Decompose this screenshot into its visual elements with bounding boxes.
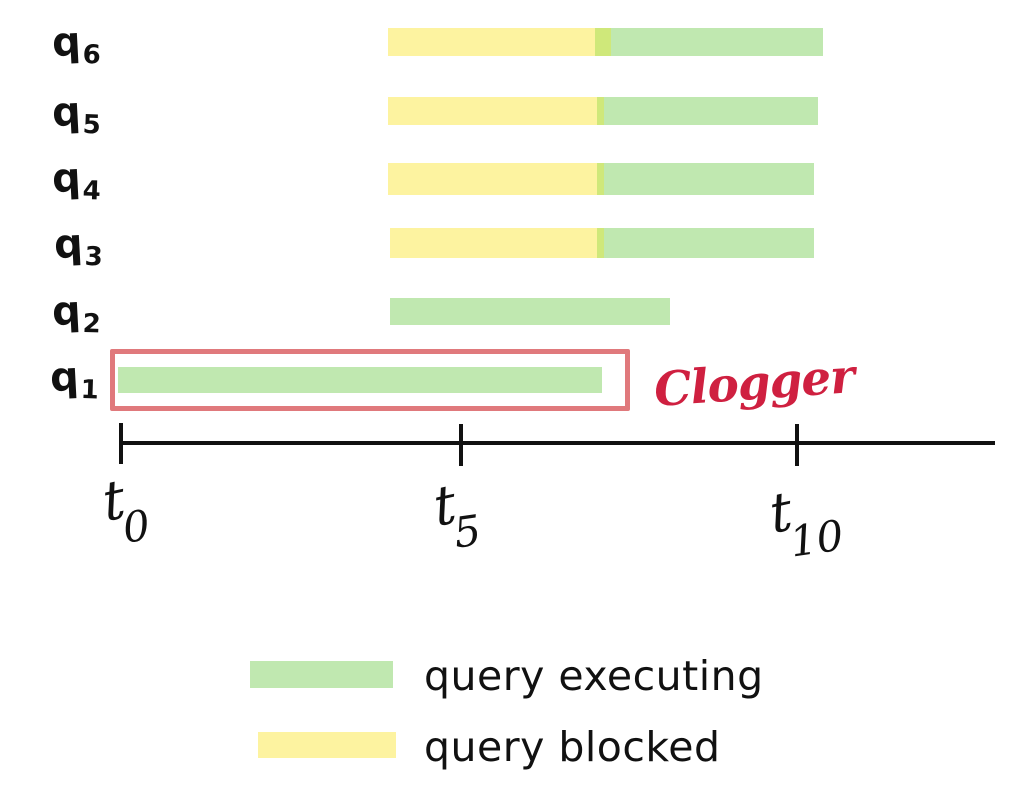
row-label-base: q — [48, 353, 79, 402]
row-label-q6: q6 — [50, 18, 100, 71]
row-label-subscript: 5 — [81, 109, 100, 141]
axis-tick-t10 — [795, 424, 799, 466]
bar-segment-blocked — [388, 97, 597, 125]
bar-q5 — [388, 97, 818, 125]
row-label-q1: q1 — [48, 353, 98, 406]
row-label-subscript: 1 — [79, 374, 98, 406]
bar-segment-overlap — [595, 28, 611, 56]
row-label-q4: q4 — [50, 154, 100, 207]
axis-label-t5: t5 — [430, 472, 484, 558]
bar-q3 — [390, 228, 814, 258]
legend-swatch-blocked — [258, 732, 396, 758]
row-label-subscript: 4 — [81, 175, 100, 207]
bar-segment-blocked — [388, 163, 597, 195]
row-label-subscript: 6 — [81, 39, 100, 71]
row-label-subscript: 2 — [81, 308, 100, 340]
time-axis-line — [119, 441, 995, 445]
axis-label-subscript: 10 — [786, 510, 847, 567]
bar-q2 — [390, 298, 670, 325]
axis-label-t10: t10 — [766, 479, 846, 567]
bar-q4 — [388, 163, 814, 195]
row-label-base: q — [50, 287, 81, 336]
axis-label-subscript: 5 — [450, 505, 484, 558]
bar-segment-executing — [604, 163, 814, 195]
bar-segment-executing — [604, 97, 818, 125]
legend-label-executing: query executing — [424, 652, 764, 700]
clogger-highlight-box — [110, 349, 630, 411]
axis-tick-t5 — [459, 424, 463, 466]
row-label-subscript: 3 — [83, 241, 102, 273]
axis-tick-t0 — [119, 423, 123, 464]
bar-segment-executing — [611, 28, 823, 56]
bar-segment-overlap — [597, 97, 604, 125]
bar-segment-overlap — [597, 163, 604, 195]
bar-segment-blocked — [390, 228, 597, 258]
clogger-annotation: Clogger — [652, 349, 856, 418]
row-label-base: q — [50, 18, 81, 67]
row-label-q2: q2 — [50, 287, 100, 340]
bar-segment-overlap — [597, 228, 604, 258]
bar-q1 — [118, 367, 602, 393]
bar-segment-blocked — [388, 28, 595, 56]
row-label-base: q — [50, 88, 81, 137]
row-label-base: q — [50, 154, 81, 203]
bar-segment-executing — [390, 298, 670, 325]
legend-swatch-executing — [250, 661, 393, 688]
row-label-base: q — [52, 220, 83, 269]
legend-label-blocked: query blocked — [424, 723, 721, 771]
bar-q6 — [388, 28, 823, 56]
axis-label-subscript: 0 — [119, 500, 153, 553]
row-label-q3: q3 — [52, 220, 102, 273]
bar-segment-executing — [118, 367, 602, 393]
axis-label-t0: t0 — [99, 467, 153, 553]
row-label-q5: q5 — [50, 88, 100, 141]
bar-segment-executing — [604, 228, 814, 258]
